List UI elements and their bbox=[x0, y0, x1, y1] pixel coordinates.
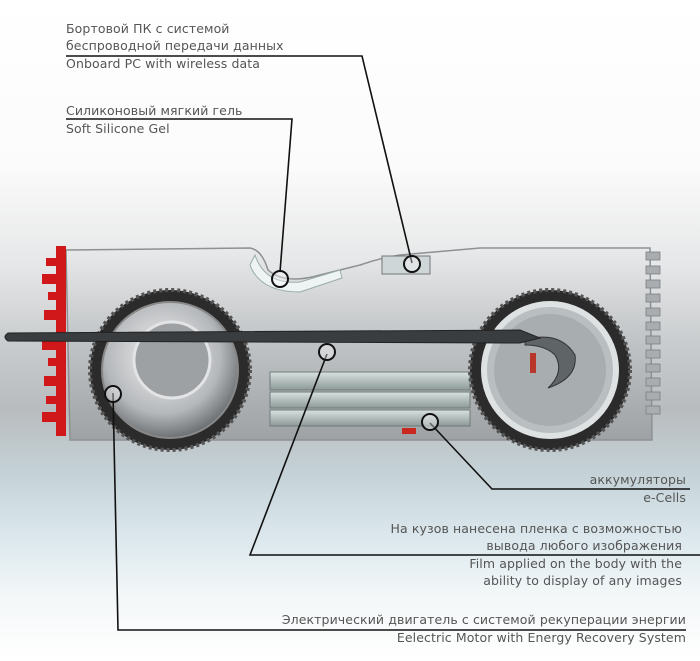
leader-lines bbox=[66, 55, 700, 631]
label-onboard-pc: Бортовой ПК с системой беспроводной пере… bbox=[66, 20, 284, 72]
onboard-pc-en: Onboard PC with wireless data bbox=[66, 56, 261, 71]
film-en-line2: ability to display of any images bbox=[483, 573, 682, 588]
callout-silicone-gel bbox=[271, 270, 289, 288]
rear-wheel bbox=[468, 288, 632, 452]
callout-film bbox=[318, 343, 336, 361]
film-en-line1: Film applied on the body with the bbox=[469, 556, 682, 571]
leader-motor bbox=[112, 392, 686, 631]
label-e-cells: аккумуляторы e-Cells bbox=[590, 471, 686, 506]
leader-e-cells bbox=[429, 422, 690, 490]
film-ru-line1: На кузов нанесена пленка с возможностью bbox=[390, 521, 682, 536]
motor-ru: Электрический двигатель с системой рекуп… bbox=[281, 612, 686, 627]
leader-silicone-gel bbox=[66, 118, 293, 273]
silicone-gel-ru: Силиконовый мягкий гель bbox=[66, 103, 243, 118]
side-blade bbox=[4, 329, 542, 344]
motor-en: Eelectric Motor with Energy Recovery Sys… bbox=[396, 630, 686, 645]
callout-motor bbox=[104, 385, 122, 403]
label-film: На кузов нанесена пленка с возможностью … bbox=[391, 520, 683, 589]
label-silicone-gel: Силиконовый мягкий гель Soft Silicone Ge… bbox=[66, 102, 243, 137]
label-motor: Электрический двигатель с системой рекуп… bbox=[282, 611, 686, 646]
onboard-pc-ru-line2: беспроводной передачи данных bbox=[66, 38, 284, 53]
e-cells-en: e-Cells bbox=[643, 490, 686, 505]
e-cells-ru: аккумуляторы bbox=[589, 472, 686, 487]
callout-circles bbox=[104, 255, 439, 431]
rear-fins bbox=[645, 251, 661, 415]
film-ru-line2: вывода любого изображения bbox=[486, 538, 682, 553]
silicone-gel-en: Soft Silicone Gel bbox=[66, 121, 170, 136]
leader-film bbox=[248, 353, 700, 556]
callout-onboard-pc bbox=[403, 255, 421, 273]
callout-e-cells bbox=[421, 413, 439, 431]
leader-onboard-pc bbox=[66, 55, 413, 264]
onboard-pc-ru-line1: Бортовой ПК с системой bbox=[66, 21, 230, 36]
